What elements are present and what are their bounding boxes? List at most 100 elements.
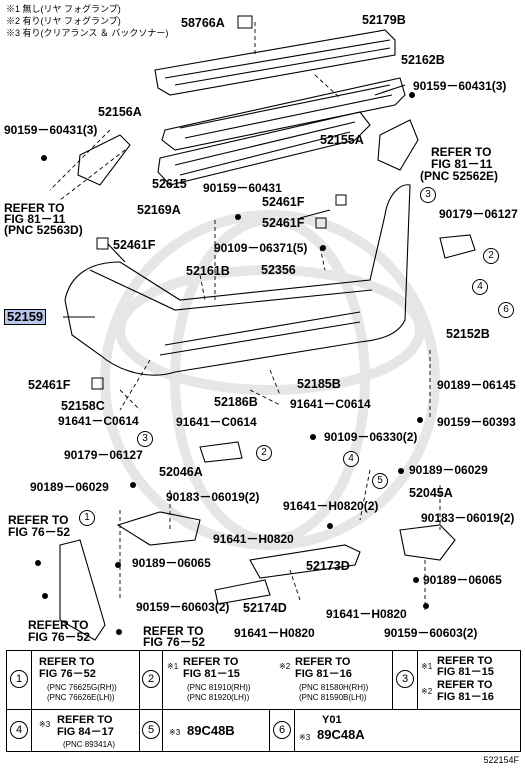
part-label-90189-06029-b[interactable]: 90189－06029 <box>409 463 488 477</box>
refer-fig-81-11-right-line3[interactable]: (PNC 52562E) <box>420 169 499 183</box>
part-label-52045A[interactable]: 52045A <box>409 486 453 500</box>
part-label-90189-06145[interactable]: 90189－06145 <box>437 378 516 392</box>
part-label-90183-06019-2-a[interactable]: 90183－06019(2) <box>166 490 260 504</box>
part-label-52161B[interactable]: 52161B <box>186 264 230 278</box>
part-label-52356[interactable]: 52356 <box>261 263 296 277</box>
refer-fig-81-11-right-line2[interactable]: FIG 81－11 <box>431 157 493 171</box>
legend-2a-title-1[interactable]: REFER TO <box>183 656 239 668</box>
part-label-52461F-c[interactable]: 52461F <box>113 238 156 252</box>
part-label-91641-H0820-c[interactable]: 91641－H0820 <box>234 626 315 640</box>
part-label-90109-06330-2[interactable]: 90109－06330(2) <box>324 430 418 444</box>
part-label-90159-60603-2-b[interactable]: 90159－60603(2) <box>384 626 478 640</box>
callout-3-upper[interactable]: 3 <box>420 187 436 203</box>
part-label-52158C[interactable]: 52158C <box>61 399 105 413</box>
legend-6-top: Y01 <box>322 714 342 726</box>
legend-2b-title-2[interactable]: FIG 81－16 <box>295 668 352 680</box>
refer-fig-76-52-a-line2[interactable]: FIG 76－52 <box>8 525 71 539</box>
legend-3a-title-2[interactable]: FIG 81－15 <box>437 666 494 678</box>
reflector-drawing <box>439 234 476 259</box>
part-label-90159-60603-2-a[interactable]: 90159－60603(2) <box>136 600 230 614</box>
legend-2b-title-1[interactable]: REFER TO <box>295 656 351 668</box>
part-label-52162B[interactable]: 52162B <box>401 53 445 67</box>
part-label-52174D[interactable]: 52174D <box>243 601 287 615</box>
part-label-52185B[interactable]: 52185B <box>297 377 341 391</box>
legend-2b-sub-2: (PNC 81590B(LH)) <box>299 693 367 702</box>
legend-2a-title-2[interactable]: FIG 81－15 <box>183 668 240 680</box>
legend-divider <box>139 709 140 751</box>
legend-divider <box>31 651 32 709</box>
part-label-90159-60431[interactable]: 90159－60431 <box>203 181 282 195</box>
part-label-91641-H0820-a[interactable]: 91641－H0820 <box>213 532 294 546</box>
part-label-90159-60431-3-left[interactable]: 90159－60431(3) <box>4 123 98 137</box>
legend-3b-title-2[interactable]: FIG 81－16 <box>437 691 494 703</box>
part-label-52046A[interactable]: 52046A <box>159 465 203 479</box>
part-label-52173D[interactable]: 52173D <box>306 559 350 573</box>
refer-fig-81-11-left-line3[interactable]: (PNC 52563D) <box>4 223 83 237</box>
callout-5[interactable]: 5 <box>372 473 388 489</box>
part-label-52155A[interactable]: 52155A <box>320 133 364 147</box>
part-label-91641-C0614-c[interactable]: 91641－C0614 <box>176 415 257 429</box>
refer-fig-76-52-b-line1[interactable]: REFER TO <box>28 618 89 632</box>
part-label-52461F-d[interactable]: 52461F <box>28 378 71 392</box>
legend-2b-sub-1: (PNC 81580H(RH)) <box>299 683 369 692</box>
legend-2b-mark: ※2 <box>279 662 291 671</box>
legend-4-title-1[interactable]: REFER TO <box>57 714 113 726</box>
legend-callout-6: 6 <box>273 721 291 739</box>
callout-2-lower[interactable]: 2 <box>256 445 272 461</box>
callout-4-lower[interactable]: 4 <box>343 451 359 467</box>
part-label-52461F-b[interactable]: 52461F <box>262 216 305 230</box>
refer-fig-81-11-right-line1[interactable]: REFER TO <box>431 145 492 159</box>
part-label-90179-06127-a[interactable]: 90179－06127 <box>439 207 518 221</box>
legend-2a-mark: ※1 <box>167 662 179 671</box>
legend-callout-1: 1 <box>10 670 28 688</box>
part-label-90189-06029-a[interactable]: 90189－06029 <box>30 480 109 494</box>
legend-1-title-1[interactable]: REFER TO <box>39 656 95 668</box>
part-52046A-drawing <box>116 511 201 546</box>
part-label-90183-06019-2-b[interactable]: 90183－06019(2) <box>421 511 515 525</box>
part-label-52159[interactable]: 52159 <box>4 309 47 325</box>
part-label-52179B[interactable]: 52179B <box>362 13 406 27</box>
part-label-90179-06127-b[interactable]: 90179－06127 <box>64 448 143 462</box>
legend-1-title-2[interactable]: FIG 76－52 <box>39 668 96 680</box>
refer-fig-76-52-c-line1[interactable]: REFER TO <box>143 624 204 638</box>
refer-fig-81-11-left-line1[interactable]: REFER TO <box>4 201 65 215</box>
legend-5-value[interactable]: 89C48B <box>187 723 235 738</box>
part-label-90189-06065-b[interactable]: 90189－06065 <box>423 573 502 587</box>
part-label-52461F-a[interactable]: 52461F <box>262 195 305 209</box>
refer-fig-76-52-b-line2[interactable]: FIG 76－52 <box>28 630 91 644</box>
callout-4-upper[interactable]: 4 <box>472 279 488 295</box>
part-label-90109-06371-5[interactable]: 90109－06371(5) <box>214 241 308 255</box>
legend-3b-title-1[interactable]: REFER TO <box>437 679 493 691</box>
part-label-91641-H0820-2[interactable]: 91641－H0820(2) <box>283 499 379 513</box>
part-label-90159-60431-3[interactable]: 90159－60431(3) <box>413 79 507 93</box>
part-label-52169A[interactable]: 52169A <box>137 203 181 217</box>
legend-4-title-2[interactable]: FIG 84－17 <box>57 726 114 738</box>
legend-6-value[interactable]: 89C48A <box>317 727 365 742</box>
callout-1[interactable]: 1 <box>79 510 95 526</box>
refer-fig-76-52-c-line2[interactable]: FIG 76－52 <box>143 635 206 649</box>
figure-code: 522154F <box>483 755 519 765</box>
part-label-91641-H0820-b[interactable]: 91641－H0820 <box>326 607 407 621</box>
part-52179B-drawing <box>154 29 396 96</box>
part-label-91641-C0614-a[interactable]: 91641－C0614 <box>290 397 371 411</box>
part-label-52186B[interactable]: 52186B <box>214 395 258 409</box>
callout-2-upper[interactable]: 2 <box>483 248 499 264</box>
part-label-52152B[interactable]: 52152B <box>446 327 490 341</box>
part-label-90189-06065-a[interactable]: 90189－06065 <box>132 556 211 570</box>
legend-3a-mark: ※1 <box>421 662 433 671</box>
legend-row-divider <box>7 709 520 710</box>
part-label-52615[interactable]: 52615 <box>152 177 187 191</box>
part-52155A-drawing <box>377 119 419 171</box>
callout-3-lower[interactable]: 3 <box>137 431 153 447</box>
refer-fig-76-52-a-line1[interactable]: REFER TO <box>8 513 69 527</box>
legend-3a-title-1[interactable]: REFER TO <box>437 655 493 667</box>
part-label-58766A[interactable]: 58766A <box>181 16 225 30</box>
refer-fig-81-11-left-line2[interactable]: FIG 81－11 <box>4 212 66 226</box>
part-label-52156A[interactable]: 52156A <box>98 105 142 119</box>
part-label-90159-60393[interactable]: 90159－60393 <box>437 415 516 429</box>
legend-1-sub-1: (PNC 76625G(RH)) <box>47 683 117 692</box>
callout-6[interactable]: 6 <box>498 302 514 318</box>
legend-callout-3: 3 <box>396 670 414 688</box>
part-label-91641-C0614-b[interactable]: 91641－C0614 <box>58 414 139 428</box>
